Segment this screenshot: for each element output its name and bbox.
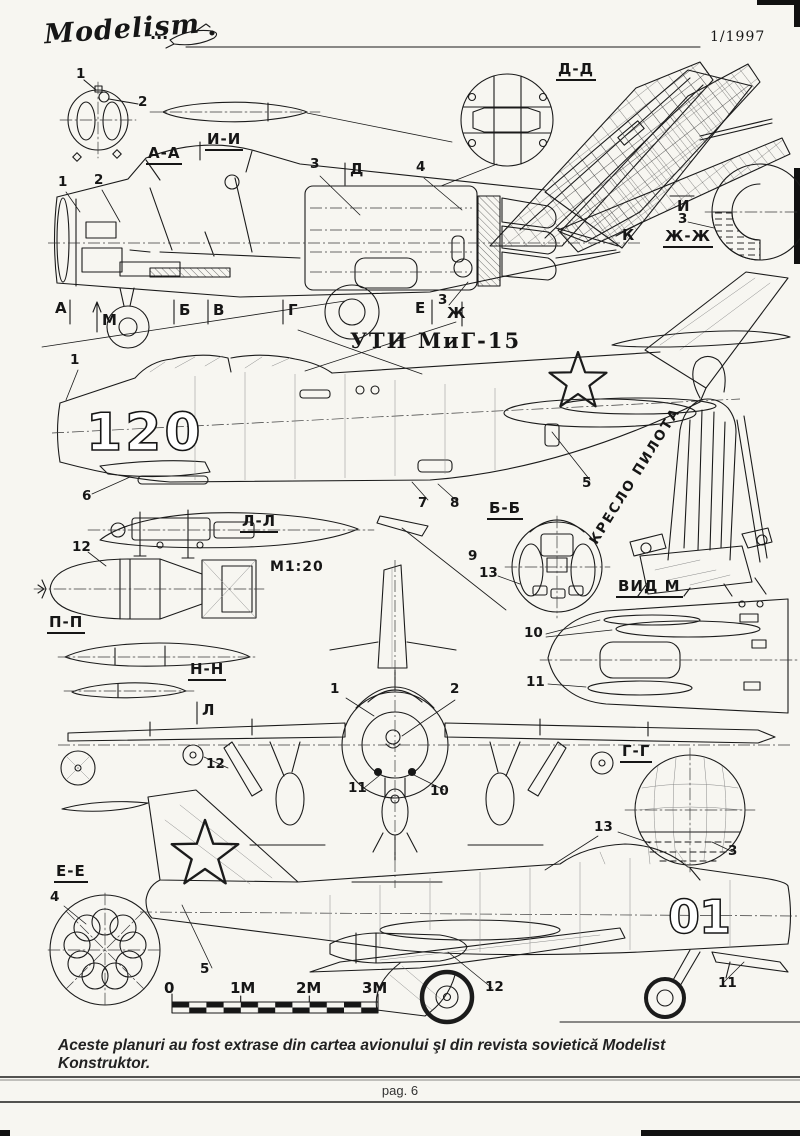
section-label-vid-m: ВИД М xyxy=(616,579,683,598)
section-label-p-p: П-П xyxy=(47,615,86,634)
ejection-seat-drawing xyxy=(629,355,773,597)
issue-number: 1/1997 xyxy=(710,29,766,45)
station-v: В xyxy=(213,301,225,319)
callout-9: 9 xyxy=(468,548,478,564)
callout-10-front: 10 xyxy=(430,783,449,799)
page-title: УТИ МиГ-15 xyxy=(350,328,522,353)
callout-2-aa: 2 xyxy=(138,94,148,110)
bomb-drawing xyxy=(33,551,265,620)
station-d: Д xyxy=(350,160,364,178)
callout-1-side: 1 xyxy=(70,352,80,368)
callout-13-panel: 13 xyxy=(479,565,498,581)
station-a: А xyxy=(55,299,67,317)
logo-plane-doodle xyxy=(165,23,218,49)
section-b-b-drawing xyxy=(497,515,611,619)
callout-11-front: 11 xyxy=(348,780,367,796)
scalebar-2m: 2М xyxy=(296,979,322,997)
section-label-a-a: А-А xyxy=(146,146,183,165)
callout-1-cutaway: 1 xyxy=(58,174,68,190)
section-label-l-l: Л-Л xyxy=(240,514,279,533)
callout-1-front: 1 xyxy=(330,681,340,697)
section-a-a-drawing xyxy=(59,79,139,162)
station-g: Г xyxy=(288,301,298,319)
bort-number-120: 120 xyxy=(86,403,204,463)
section-d-d-drawing xyxy=(440,73,554,187)
callout-12-front: 12 xyxy=(206,756,225,772)
callout-12-bottom: 12 xyxy=(485,979,504,995)
callout-8: 8 xyxy=(450,495,460,511)
station-l: Л xyxy=(202,701,215,719)
callout-4-ee: 4 xyxy=(50,889,60,905)
station-e: Е xyxy=(415,299,426,317)
star-insignia-bottom xyxy=(170,818,240,885)
page-number: pag. 6 xyxy=(381,1083,419,1098)
section-label-b-b: Б-Б xyxy=(487,501,524,520)
section-n-n-drawing xyxy=(57,642,259,725)
section-label-d-d: Д-Д xyxy=(556,62,596,81)
section-label-n-n: Н-Н xyxy=(188,662,227,681)
bort-number-01: 01 xyxy=(668,890,730,944)
section-label-g-g: Г-Г xyxy=(620,744,653,763)
callout-2-cutaway: 2 xyxy=(94,172,104,188)
scalebar-0: 0 xyxy=(164,979,175,997)
section-l-l-drawing xyxy=(87,509,375,559)
callout-3-zh: 3 xyxy=(678,211,688,227)
belly-view xyxy=(539,598,799,714)
star-insignia-top xyxy=(548,350,608,408)
logo-dots: ... xyxy=(150,24,169,43)
section-i-i-drawing xyxy=(149,101,453,143)
station-i: И xyxy=(677,197,690,215)
front-view xyxy=(58,560,792,888)
callout-11-belly: 11 xyxy=(526,674,545,690)
callout-5-side: 5 xyxy=(582,475,592,491)
station-k: К xyxy=(622,226,635,244)
section-circle-13-drawing xyxy=(544,747,756,873)
callout-7: 7 xyxy=(418,495,428,511)
section-label-zh-zh: Ж-Ж xyxy=(663,229,713,248)
callout-4-cutaway: 4 xyxy=(416,159,426,175)
side-view-120: 120 xyxy=(51,271,791,611)
cutaway-side-view xyxy=(41,69,791,375)
page-caption: Aceste planuri au fost extrase din carte… xyxy=(58,1037,666,1072)
section-label-e-e: Е-Е xyxy=(54,864,88,883)
section-g-g-drawing xyxy=(590,751,614,775)
callout-3-cutaway: 3 xyxy=(310,156,320,172)
callout-12-bomb: 12 xyxy=(72,539,91,555)
callout-10-belly: 10 xyxy=(524,625,543,641)
section-label-i-i: И-И xyxy=(205,132,244,151)
footer-rules xyxy=(0,1076,800,1103)
callout-6-side: 6 xyxy=(82,488,92,504)
station-zh: Ж xyxy=(447,304,466,322)
section-e-e-drawing xyxy=(47,892,163,1008)
station-m: М xyxy=(102,311,117,329)
callout-1-aa: 1 xyxy=(76,66,86,82)
callout-3-engine: 3 xyxy=(438,292,448,308)
callout-11-bottom: 11 xyxy=(718,975,737,991)
scalebar-1m: 1М xyxy=(230,979,256,997)
scale-note: М1:20 xyxy=(270,559,324,575)
side-view-01: 01 xyxy=(61,789,800,1025)
callout-13-circle: 13 xyxy=(594,819,613,835)
scale-bar xyxy=(171,993,379,1014)
callout-5-bottom: 5 xyxy=(200,961,210,977)
callout-3-circle: 3 xyxy=(728,843,738,859)
scalebar-3m: 3М xyxy=(362,979,388,997)
callout-2-front: 2 xyxy=(450,681,460,697)
station-b: Б xyxy=(179,301,191,319)
